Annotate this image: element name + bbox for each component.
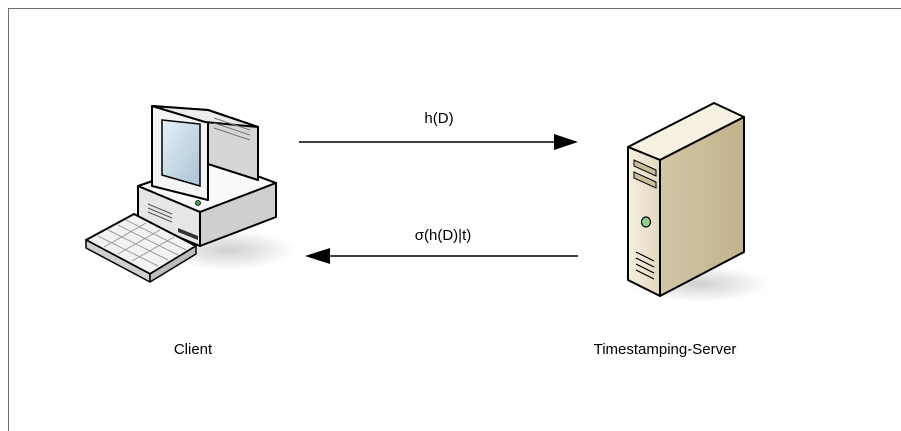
- request-arrow: [299, 134, 578, 150]
- response-message-text: σ(h(D)|t): [414, 227, 472, 244]
- tower-server-icon: [627, 102, 770, 302]
- server-label-text: Timestamping-Server: [593, 341, 737, 358]
- diagram-frame: [8, 8, 901, 431]
- client-label-text: Client: [173, 341, 213, 358]
- desktop-computer-icon: [85, 105, 296, 283]
- response-arrow: [305, 248, 578, 264]
- request-message-text: h(D): [424, 110, 454, 127]
